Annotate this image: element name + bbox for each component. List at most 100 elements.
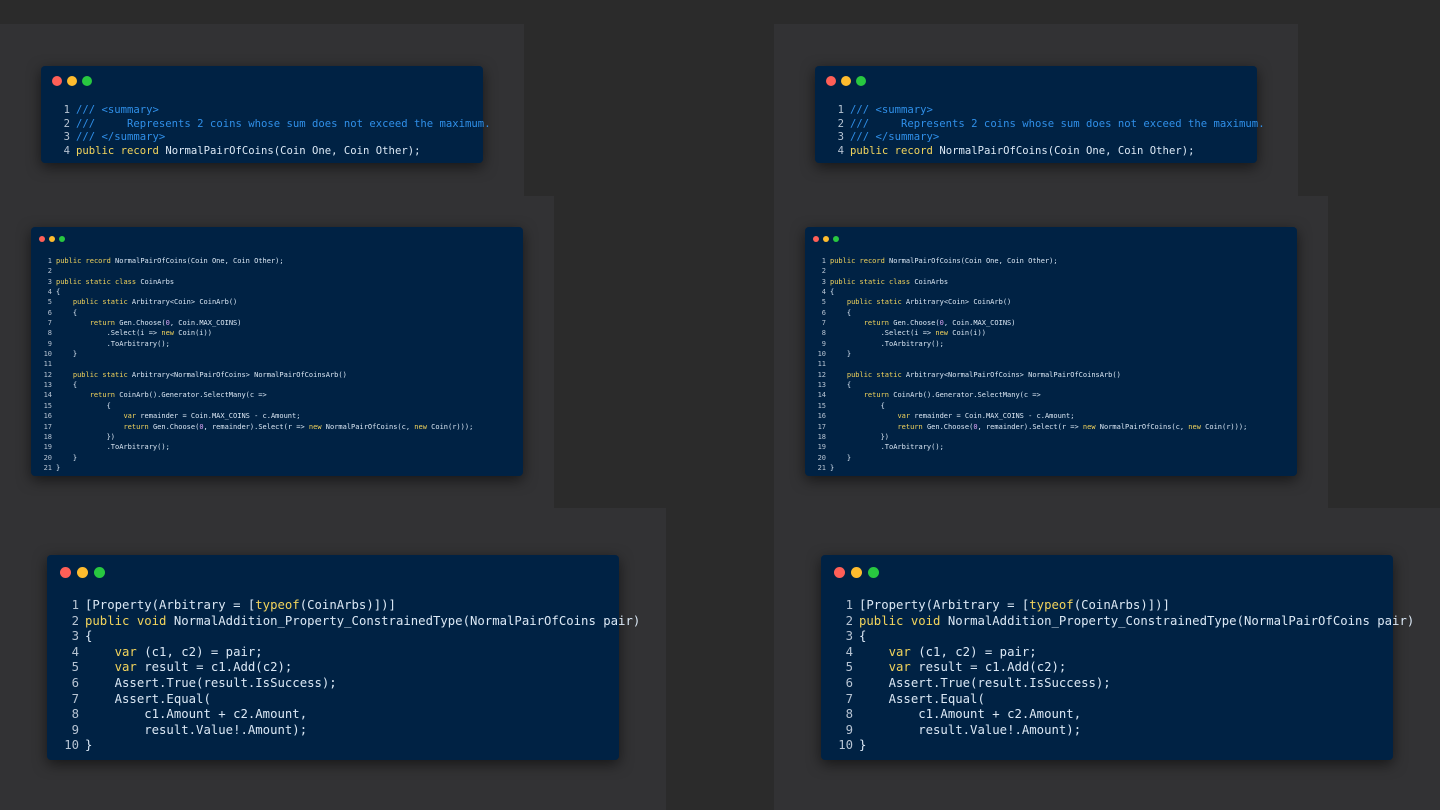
- maximize-dot-icon[interactable]: [856, 76, 866, 86]
- close-dot-icon[interactable]: [60, 567, 71, 578]
- code-token: Gen.Choose(: [148, 422, 200, 431]
- minimize-dot-icon[interactable]: [77, 567, 88, 578]
- code-token: Arbitrary<NormalPairOfCoins> NormalPairO…: [127, 370, 347, 379]
- code-line: 3{: [833, 629, 1414, 645]
- code-token: , remainder).Select(r =>: [203, 422, 309, 431]
- code-line: 4 var (c1, c2) = pair;: [833, 645, 1414, 661]
- code-token: record: [859, 257, 885, 265]
- code-token: [830, 319, 864, 327]
- maximize-dot-icon[interactable]: [94, 567, 105, 578]
- code-token: public: [830, 257, 856, 265]
- line-number: 4: [837, 144, 844, 157]
- code-line: 10}: [833, 738, 1414, 754]
- code-line: 9 .ToArbitrary();: [39, 339, 473, 349]
- code-token: (c1, c2) = pair;: [910, 644, 1037, 659]
- code-token: .ToArbitrary();: [56, 443, 170, 452]
- code-token: }: [830, 350, 852, 359]
- code-token: return: [863, 319, 890, 328]
- code-token: [129, 614, 136, 628]
- code-token: [859, 660, 889, 674]
- line-number: 13: [817, 381, 826, 390]
- line-number: 21: [817, 463, 826, 472]
- close-dot-icon[interactable]: [39, 236, 45, 242]
- code-token: record: [120, 144, 159, 157]
- line-number: 8: [71, 707, 79, 722]
- line-number: 18: [43, 432, 52, 441]
- maximize-dot-icon[interactable]: [59, 236, 65, 242]
- code-token: Coin(i)): [948, 329, 986, 338]
- maximize-dot-icon[interactable]: [833, 236, 839, 242]
- code-token: }: [56, 350, 78, 359]
- code-token: public: [72, 370, 99, 379]
- code-token: {: [830, 401, 885, 410]
- code-line: 11: [813, 359, 1247, 369]
- minimize-dot-icon[interactable]: [851, 567, 862, 578]
- code-token: }): [830, 432, 890, 441]
- code-token: NormalPairOfCoins(Coin One, Coin Other);: [158, 144, 421, 157]
- code-line: 7 return Gen.Choose(0, Coin.MAX_COINS): [813, 318, 1247, 328]
- code-token: new: [308, 422, 322, 431]
- code-token: [903, 614, 910, 628]
- code-token: CoinArb().Generator.SelectMany(c =>: [889, 391, 1041, 400]
- code-window-test-right: 1[Property(Arbitrary = [typeof(CoinArbs)…: [821, 555, 1414, 760]
- code-line: 3/// </summary>: [53, 131, 491, 145]
- code-token: result.Value!.Amount);: [859, 722, 1082, 737]
- code-token: [56, 423, 123, 431]
- code-line: 19 .ToArbitrary();: [813, 442, 1247, 452]
- code-token: }: [85, 738, 93, 753]
- code-line: 20 }: [813, 453, 1247, 463]
- line-number: 6: [821, 308, 826, 317]
- code-token: return: [123, 422, 149, 431]
- code-token: public: [850, 144, 889, 157]
- code-line: 17 return Gen.Choose(0, remainder).Selec…: [813, 422, 1248, 432]
- code-line: 21}: [39, 463, 473, 473]
- code-token: remainder = Coin.MAX_COINS - c.Amount;: [910, 412, 1075, 421]
- line-number: 10: [64, 738, 79, 753]
- code-token: 0: [973, 422, 978, 431]
- code-line: 8 c1.Amount + c2.Amount,: [833, 707, 1414, 723]
- close-dot-icon[interactable]: [826, 76, 836, 86]
- code-token: result = c1.Add(c2);: [136, 660, 293, 675]
- code-token: NormalPairOfCoins(c,: [1095, 422, 1189, 431]
- code-line: 18 }): [39, 432, 473, 442]
- code-token: Assert.True(result.IsSuccess);: [859, 675, 1111, 690]
- code-block: 1/// <summary>2/// Represents 2 coins wh…: [53, 104, 491, 158]
- code-token: .ToArbitrary();: [56, 339, 170, 348]
- line-number: 20: [817, 453, 826, 462]
- code-token: result = c1.Add(c2);: [910, 660, 1067, 675]
- minimize-dot-icon[interactable]: [49, 236, 55, 242]
- code-token: return: [89, 319, 116, 328]
- maximize-dot-icon[interactable]: [82, 76, 92, 86]
- line-number: 3: [837, 131, 844, 143]
- close-dot-icon[interactable]: [52, 76, 62, 86]
- line-number: 3: [47, 277, 52, 286]
- minimize-dot-icon[interactable]: [841, 76, 851, 86]
- code-line: 7 Assert.Equal(: [59, 692, 640, 708]
- code-token: [56, 412, 123, 420]
- code-token: /// Represents 2 coins whose sum does no…: [76, 117, 491, 130]
- code-token: {: [56, 401, 111, 410]
- code-token: [Property(Arbitrary = [: [85, 598, 256, 612]
- code-token: public: [846, 298, 873, 307]
- code-line: 12 public static Arbitrary<NormalPairOfC…: [39, 370, 473, 380]
- code-line: 1/// <summary>: [53, 104, 491, 118]
- code-token: [830, 412, 897, 420]
- line-number: 2: [71, 613, 79, 628]
- code-token: new: [935, 329, 949, 338]
- minimize-dot-icon[interactable]: [823, 236, 829, 242]
- code-token: [56, 391, 90, 399]
- minimize-dot-icon[interactable]: [67, 76, 77, 86]
- maximize-dot-icon[interactable]: [868, 567, 879, 578]
- line-number: 17: [817, 422, 826, 431]
- line-number: 3: [845, 629, 853, 644]
- code-token: public: [56, 257, 82, 265]
- code-line: 2/// Represents 2 coins whose sum does n…: [827, 118, 1265, 132]
- code-token: result.Value!.Amount);: [85, 722, 308, 737]
- close-dot-icon[interactable]: [813, 236, 819, 242]
- close-dot-icon[interactable]: [834, 567, 845, 578]
- code-window-test-left: 1[Property(Arbitrary = [typeof(CoinArbs)…: [47, 555, 640, 760]
- line-number: 8: [47, 329, 52, 338]
